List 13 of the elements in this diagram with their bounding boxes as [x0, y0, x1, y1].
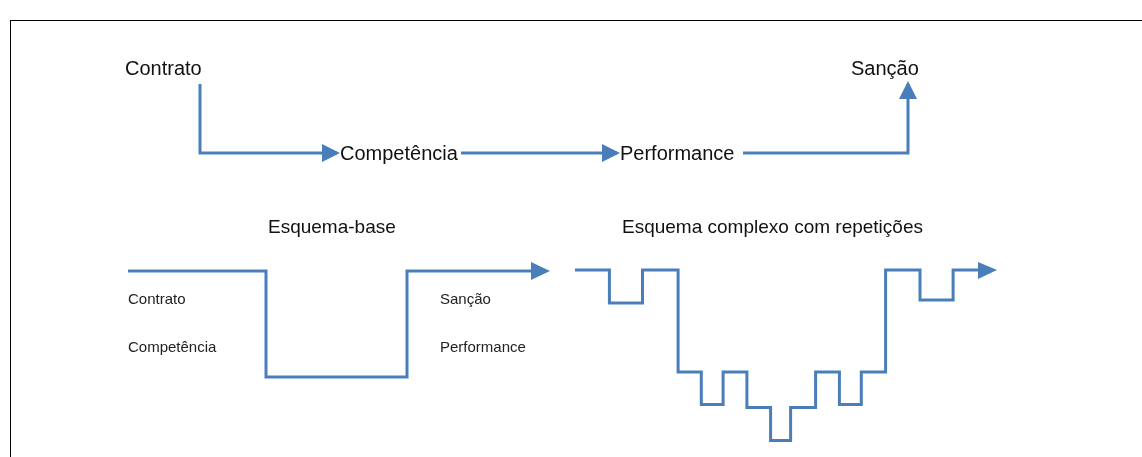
stage-label: Contrato [125, 56, 202, 80]
arrow [198, 84, 340, 162]
stage-label: Sanção [851, 56, 919, 80]
stage-label: Competência [340, 141, 458, 165]
stage-label: Sanção [440, 290, 491, 307]
scheme-title: Esquema complexo com repetições [622, 216, 923, 238]
stage-label: Contrato [128, 290, 186, 307]
stage-label: Competência [128, 338, 217, 355]
arrow [743, 81, 917, 155]
stage-label: Performance [620, 141, 735, 165]
stage-label: Performance [440, 338, 526, 355]
arrow [461, 144, 620, 162]
scheme-title: Esquema-base [268, 216, 396, 238]
